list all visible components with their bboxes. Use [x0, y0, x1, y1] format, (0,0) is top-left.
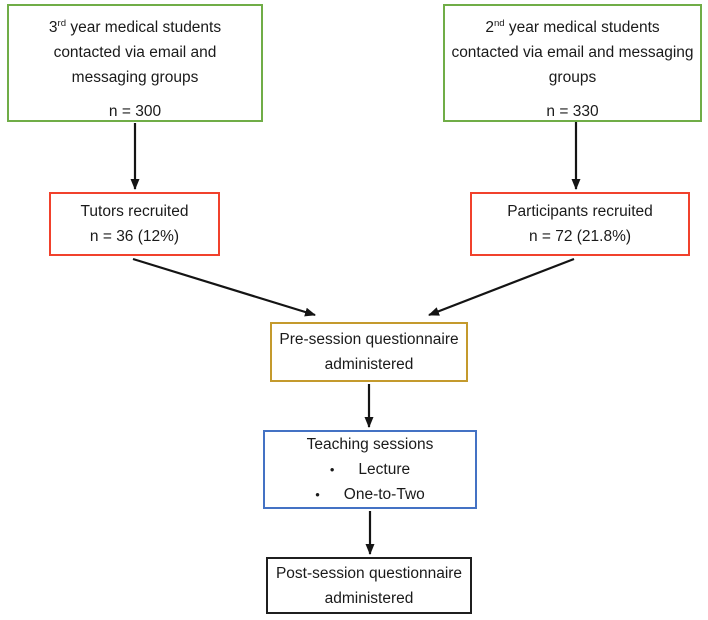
sample-size: n = 72 (21.8%)	[528, 228, 632, 245]
box-text-line: administered	[324, 589, 414, 607]
box-text-line: groups	[548, 69, 597, 86]
box-text-line: Pre-session questionnaire	[279, 331, 459, 348]
bullet-icon: •	[329, 462, 335, 477]
box-text-line: contacted via email and messaging	[451, 44, 694, 61]
box-text-line: 3rd year medical students	[48, 17, 222, 36]
bullet-icon: •	[315, 487, 320, 502]
box-title: Teaching sessions	[306, 436, 434, 453]
ordinal-superscript: nd	[493, 17, 505, 29]
box-tutors-recruited: Tutors recruited n = 36 (12%)	[49, 192, 220, 256]
arrow-participants-to-presession	[428, 257, 575, 317]
box-text-line: Post-session questionnaire	[275, 564, 463, 582]
box-participants-recruited: Participants recruited n = 72 (21.8%)	[470, 192, 690, 256]
box-pre-session-questionnaire: Pre-session questionnaire administered	[270, 322, 468, 382]
box-text-line: 2nd year medical students	[485, 17, 660, 36]
box-post-session-questionnaire: Post-session questionnaire administered	[266, 557, 472, 614]
bullet-label: One-to-Two	[343, 486, 425, 503]
box-text-line: contacted via email and	[53, 44, 217, 61]
bullet-label: Lecture	[358, 461, 411, 478]
box-second-year-students: 2nd year medical students contacted via …	[443, 4, 702, 122]
sample-size: n = 330	[546, 103, 599, 120]
sample-size: n = 36 (12%)	[89, 228, 180, 245]
sample-size: n = 300	[108, 103, 162, 120]
box-text-line: administered	[324, 356, 414, 373]
arrow-tutors-to-presession	[132, 257, 316, 317]
box-teaching-sessions: Teaching sessions • Lecture • One-to-Two	[263, 430, 477, 509]
bullet-item: • Lecture	[330, 457, 410, 482]
bullet-item: • One-to-Two	[315, 482, 425, 507]
box-text-line: messaging groups	[71, 69, 199, 86]
ordinal-superscript: rd	[57, 17, 67, 29]
box-third-year-students: 3rd year medical students contacted via …	[7, 4, 263, 122]
box-title: Participants recruited	[507, 203, 653, 220]
box-title: Tutors recruited	[80, 203, 189, 220]
